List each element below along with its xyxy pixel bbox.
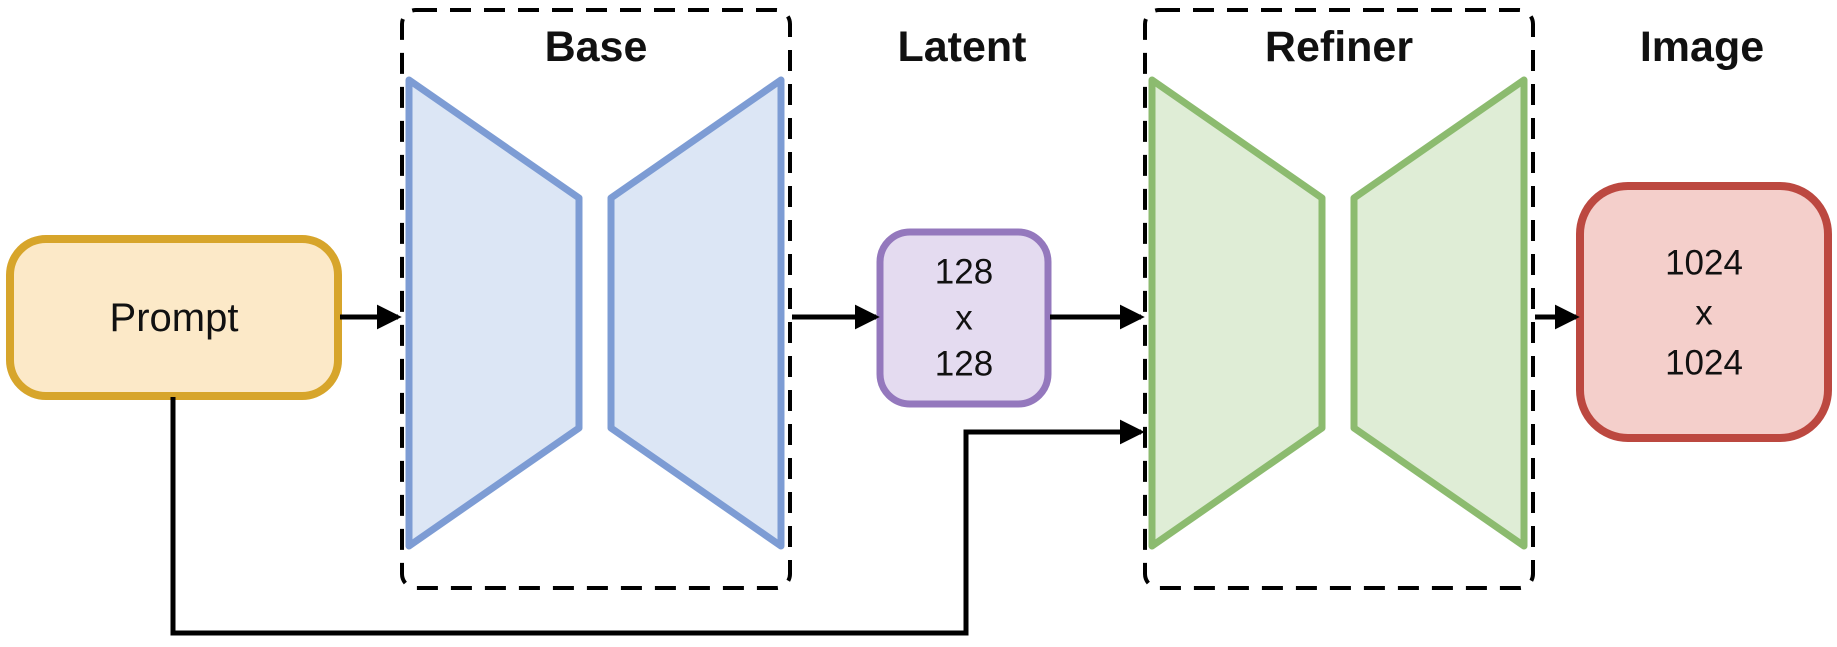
refiner-decoder-shape (1350, 76, 1528, 550)
latent-node (876, 228, 1052, 408)
prompt-node (6, 235, 342, 400)
latent-size-line3: 128 (935, 345, 993, 384)
image-node (1576, 182, 1832, 442)
refiner-group-outline (1143, 8, 1535, 590)
arrow-prompt-to-refiner-connector (170, 397, 1145, 636)
refiner-label: Refiner (1265, 23, 1413, 71)
base-decoder-shape (607, 76, 785, 550)
prompt-label: Prompt (110, 296, 239, 340)
image-size-line1: 1024 (1665, 244, 1743, 283)
base-label: Base (545, 23, 648, 71)
image-size-line2: x (1695, 294, 1713, 333)
base-group-outline (400, 8, 792, 590)
latent-size-line1: 128 (935, 253, 993, 292)
image-label: Image (1640, 23, 1764, 71)
refiner-encoder-shape (1148, 76, 1326, 550)
latent-size-line2: x (955, 299, 973, 338)
image-size-line3: 1024 (1665, 344, 1743, 383)
base-encoder-shape (405, 76, 583, 550)
latent-label: Latent (898, 23, 1027, 71)
